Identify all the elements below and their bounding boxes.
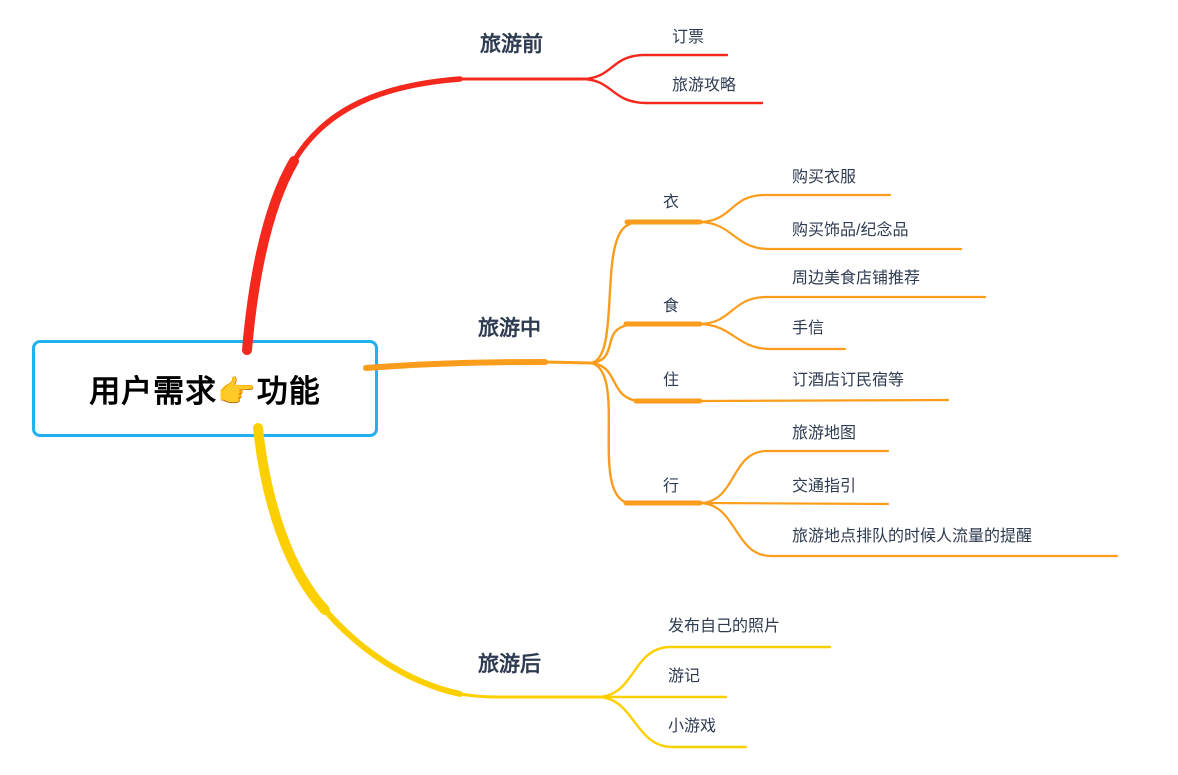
- leaf-mini-games[interactable]: 小游戏: [668, 718, 717, 735]
- branch-during-trunk-thick: [363, 359, 548, 371]
- branch-during-topic-line: [543, 360, 593, 365]
- leaf-local-specialty[interactable]: 手信: [792, 320, 825, 337]
- subtopic-clothing[interactable]: 衣: [663, 194, 680, 211]
- leaf-crowd-reminder[interactable]: 旅游地点排队的时候人流量的提醒: [792, 528, 1033, 545]
- leaf-publish-photos[interactable]: 发布自己的照片: [668, 618, 781, 635]
- edge-to-accommodation: [589, 361, 640, 403]
- leaf-ticket-booking[interactable]: 订票: [672, 29, 705, 46]
- leaf-hotel-booking[interactable]: 订酒店订民宿等: [792, 372, 905, 389]
- topic-during-travel[interactable]: 旅游中: [478, 317, 541, 340]
- branch-during-lines: [363, 193, 1119, 558]
- underline-traffic-guide: [698, 501, 890, 506]
- branch-before-trunk: [291, 76, 463, 164]
- leaf-traffic-guide[interactable]: 交通指引: [792, 478, 857, 495]
- edge-to-food: [589, 323, 630, 365]
- branch-before-trunk-thick: [242, 156, 299, 355]
- leaf-buy-clothes[interactable]: 购买衣服: [792, 169, 857, 186]
- branch-after-topic-line: [458, 692, 601, 699]
- leaf-food-recommendation[interactable]: 周边美食店铺推荐: [792, 270, 921, 287]
- subtopic-transport[interactable]: 行: [663, 478, 680, 495]
- underline-buy-clothes: [698, 193, 892, 224]
- underline-food-recommendation: [698, 295, 987, 326]
- branch-before-lines: [242, 53, 764, 355]
- branch-after-lines: [253, 423, 832, 749]
- topic-before-travel[interactable]: 旅游前: [480, 33, 543, 56]
- edge-to-transport: [589, 361, 630, 505]
- subtopic-accommodation[interactable]: 住: [663, 372, 680, 389]
- subtopic-food[interactable]: 食: [663, 298, 680, 315]
- leaf-travel-guide[interactable]: 旅游攻略: [672, 77, 737, 94]
- central-topic-node[interactable]: 用户需求👉功能: [32, 340, 378, 437]
- leaf-travel-map[interactable]: 旅游地图: [792, 425, 857, 442]
- leaf-travel-notes[interactable]: 游记: [668, 668, 701, 685]
- topic-after-travel[interactable]: 旅游后: [478, 653, 541, 676]
- edge-to-clothing: [589, 222, 632, 365]
- underline-hotel-booking: [698, 398, 950, 403]
- underline-publish-photos: [597, 645, 832, 699]
- central-topic-title: 用户需求👉功能: [89, 374, 321, 409]
- branch-after-trunk: [322, 607, 463, 697]
- leaf-buy-souvenirs[interactable]: 购买饰品/纪念品: [792, 222, 909, 239]
- branch-after-trunk-thick: [253, 423, 330, 615]
